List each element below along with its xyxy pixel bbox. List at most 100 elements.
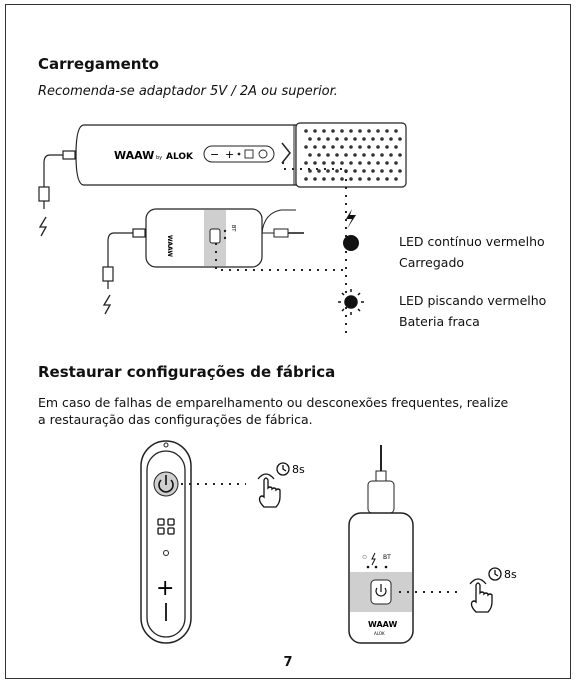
grille-dot <box>331 129 335 133</box>
grille-dot <box>358 161 362 165</box>
grille-dot <box>317 137 321 141</box>
grille-dot <box>389 153 393 157</box>
grille-dot <box>394 145 398 149</box>
grille-dot <box>322 161 326 165</box>
led-solid-meaning: Carregado <box>399 255 465 270</box>
grille-dot <box>308 169 312 173</box>
grille-dot <box>308 153 312 157</box>
mic-brand: WAAW <box>114 149 154 162</box>
grille-dot <box>353 169 357 173</box>
grille-dot <box>385 177 389 181</box>
grille-dot <box>335 169 339 173</box>
grille-dot <box>398 169 402 173</box>
grille-dot <box>398 137 402 141</box>
grille-dot <box>322 145 326 149</box>
charging-subtitle: Recomenda-se adaptador 5V / 2A ou superi… <box>38 84 338 99</box>
grille-dot <box>367 129 371 133</box>
receiver-usb-label: ○ <box>362 555 368 559</box>
grille-dot <box>313 161 317 165</box>
usb-cable-mic <box>38 150 76 237</box>
grille-dot <box>349 177 353 181</box>
grille-dot <box>358 145 362 149</box>
grille-dot <box>376 177 380 181</box>
charging-bolt-icon <box>346 209 356 229</box>
mic-led-dot <box>237 152 241 156</box>
grille-dot <box>340 145 344 149</box>
mic-minus-icon: − <box>210 148 219 161</box>
mic-control-panel: + <box>140 440 192 644</box>
receiver: WAAW BT <box>145 208 304 268</box>
grille-dot <box>371 137 375 141</box>
led-blink-label: LED piscando vermelho <box>399 293 547 308</box>
grille-dot <box>380 153 384 157</box>
grille-dot <box>362 153 366 157</box>
grille-dot <box>367 161 371 165</box>
led-solid-text: LED contínuo vermelho Carregado <box>399 231 545 273</box>
reset-title: Restaurar configurações de fábrica <box>38 363 336 381</box>
mic-plus-icon: + <box>225 148 234 161</box>
mic-mode-icon <box>244 149 254 159</box>
grille-dot <box>394 129 398 133</box>
grille-dot <box>362 169 366 173</box>
manual-page: Carregamento Recomenda-se adaptador 5V /… <box>5 4 571 679</box>
mic-grille <box>304 129 402 181</box>
grille-dot <box>349 161 353 165</box>
grille-dot <box>353 137 357 141</box>
grille-dot <box>389 169 393 173</box>
grille-dot <box>331 177 335 181</box>
receiver-hold-time: 8s <box>504 568 517 581</box>
grille-dot <box>322 177 326 181</box>
grille-dot <box>394 177 398 181</box>
grille-dot <box>385 161 389 165</box>
grille-dot <box>340 177 344 181</box>
grille-dot <box>322 129 326 133</box>
grille-dot <box>313 129 317 133</box>
grille-dot <box>385 129 389 133</box>
receiver-reset: ○ BT WAAW ALOK <box>348 445 414 644</box>
grille-dot <box>335 137 339 141</box>
grille-dot <box>304 145 308 149</box>
grille-dot <box>331 145 335 149</box>
grille-dot <box>371 153 375 157</box>
grille-dot <box>304 161 308 165</box>
grille-dot <box>371 169 375 173</box>
grille-dot <box>349 145 353 149</box>
usb-cable-receiver <box>102 228 146 315</box>
led-solid-label: LED contínuo vermelho <box>399 234 545 249</box>
grille-dot <box>353 153 357 157</box>
grille-dot <box>398 153 402 157</box>
grille-dot <box>367 177 371 181</box>
grille-dot <box>308 137 312 141</box>
mic-brand-by: by <box>156 155 162 161</box>
receiver-brand: WAAW <box>166 235 173 257</box>
mic-partner: ALOK <box>166 152 194 162</box>
grille-dot <box>362 137 366 141</box>
charging-illustration: WAAW by ALOK − + WAAW BT <box>38 122 407 337</box>
grille-dot <box>380 169 384 173</box>
grille-dot <box>358 177 362 181</box>
receiver-reset-brand: WAAW <box>368 620 397 629</box>
grille-dot <box>376 129 380 133</box>
grille-dot <box>304 129 308 133</box>
grille-dot <box>326 137 330 141</box>
led-blink-icon <box>338 289 364 315</box>
grille-dot <box>313 145 317 149</box>
grille-dot <box>313 177 317 181</box>
grille-dot <box>344 153 348 157</box>
grille-dot <box>376 161 380 165</box>
grille-dot <box>394 161 398 165</box>
page-number: 7 <box>283 655 293 670</box>
grille-dot <box>335 153 339 157</box>
mic-press-hand-icon <box>257 462 290 508</box>
led-connector-lines <box>215 162 347 337</box>
mic-mode-button-icon <box>157 518 175 535</box>
receiver-reset-bt-label: BT <box>383 554 391 561</box>
grille-dot <box>304 177 308 181</box>
led-blink-text: LED piscando vermelho Bateria fraca <box>399 290 546 332</box>
charging-title: Carregamento <box>38 55 159 73</box>
reset-description-line2: a restauração das configurações de fábri… <box>38 412 313 427</box>
grille-dot <box>317 169 321 173</box>
led-blink-meaning: Bateria fraca <box>399 314 480 329</box>
mic-hold-time: 8s <box>292 463 305 476</box>
mic-volume-up-icon: + <box>156 576 174 601</box>
